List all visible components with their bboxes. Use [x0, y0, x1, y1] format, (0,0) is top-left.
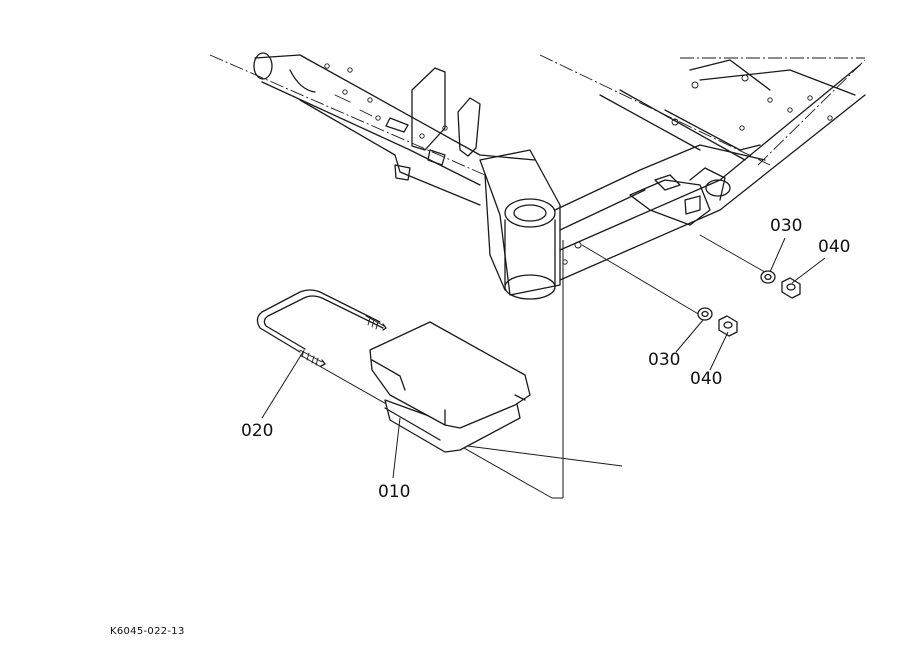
part-040-nut-lower [718, 315, 738, 337]
callout-030-lower: 030 [648, 350, 681, 370]
callout-030-upper: 030 [770, 216, 803, 236]
callout-040-upper: 040 [818, 237, 851, 257]
callout-020: 020 [241, 421, 274, 441]
part-010-spacer-pad [369, 321, 531, 453]
part-030-washer-upper [760, 270, 776, 284]
assembly-center-lines [299, 234, 771, 499]
leader-lines [261, 237, 826, 479]
part-020-u-bolt [256, 289, 387, 367]
callout-040-lower: 040 [690, 369, 723, 389]
callout-010: 010 [378, 482, 411, 502]
drawing-code: K6045-022-13 [110, 626, 185, 637]
frame-rear-section [539, 54, 866, 281]
part-030-washer-lower [697, 307, 713, 321]
pivot-housing [479, 149, 561, 300]
part-040-nut-upper [781, 277, 801, 299]
frame-left-rail [209, 52, 536, 206]
